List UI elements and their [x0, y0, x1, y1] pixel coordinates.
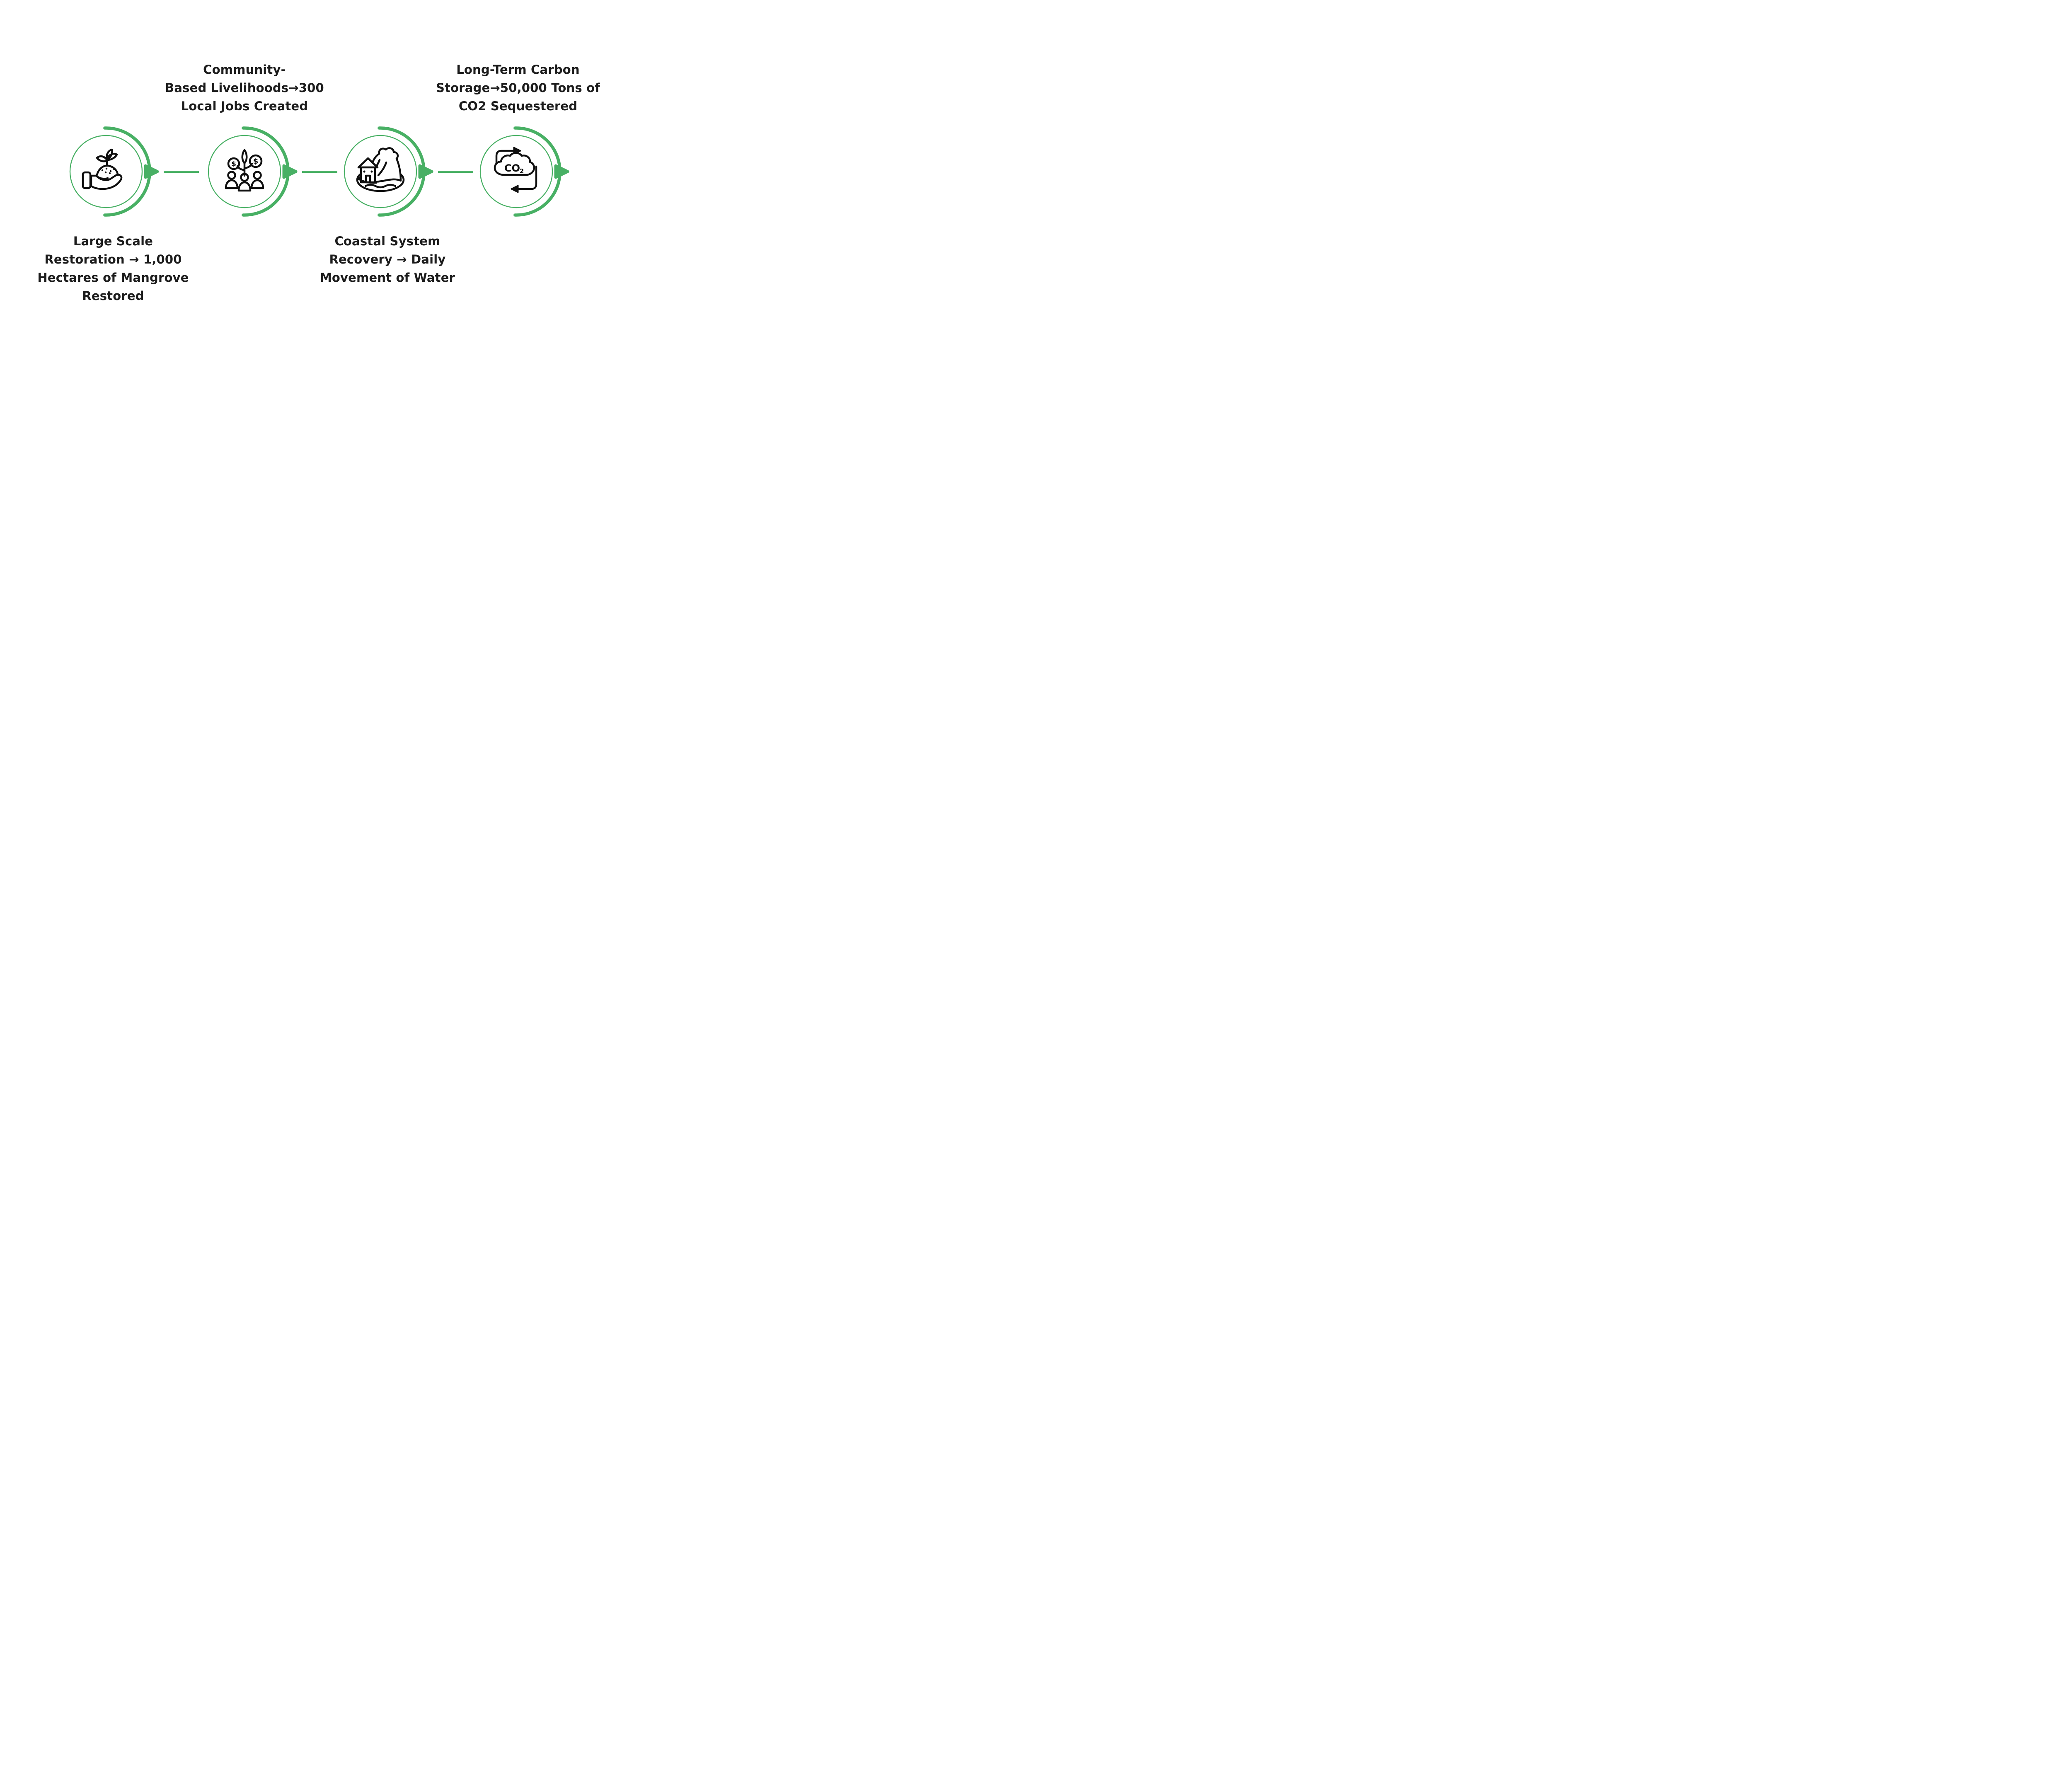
leaf-left [96, 155, 108, 162]
hand [90, 174, 123, 190]
leaf-top [106, 148, 113, 160]
co2-cycle-icon: CO 2 [494, 147, 537, 193]
label-line: Restored [82, 289, 144, 303]
co2-cloud [494, 152, 535, 176]
cycle-arrow-bottom [517, 165, 537, 190]
connector-line [164, 171, 199, 173]
leaf-right [106, 152, 118, 161]
person-head [227, 171, 236, 180]
connector-line [438, 171, 473, 173]
arrowhead-icon [144, 164, 159, 179]
step-circle [479, 135, 553, 208]
person-body [250, 179, 264, 189]
person-head [240, 173, 249, 182]
person-head [253, 171, 262, 180]
label-line: Local Jobs Created [181, 99, 308, 113]
community-livelihoods-icon: $ $ [225, 149, 264, 192]
label-line: Coastal System [334, 234, 441, 248]
person-body [225, 179, 239, 189]
soil-mound [96, 164, 119, 176]
step-circle [69, 135, 143, 208]
step-1-label: Large Scale Restoration → 1,000 Hectares… [22, 232, 204, 305]
step-4-label: Long-Term Carbon Storage→50,000 Tons of … [427, 60, 609, 115]
label-line: Hectares of Mangrove [37, 271, 189, 285]
co2-subscript: 2 [520, 167, 524, 175]
person-body [237, 181, 252, 192]
step-1-badge [69, 126, 159, 217]
co2-text: CO [504, 162, 520, 174]
arrowhead-icon [554, 164, 569, 179]
coin [227, 157, 240, 170]
label-line: Large Scale [73, 234, 153, 248]
arrowhead-icon [418, 164, 433, 179]
label-line: Recovery → Daily [329, 252, 446, 266]
leaf [241, 149, 248, 164]
seedling-in-hand-icon [82, 148, 123, 190]
label-line: Movement of Water [320, 271, 455, 285]
wave-line [377, 161, 387, 177]
step-3-badge [344, 126, 433, 217]
coastal-house-wave-icon [356, 147, 405, 192]
progress-arc [103, 126, 151, 217]
thumb-line [95, 174, 109, 180]
step-3-label: Coastal System Recovery → Daily Movement… [296, 232, 479, 287]
arrowhead-icon [282, 164, 298, 179]
connector-line [302, 171, 337, 173]
step-circle [208, 135, 281, 208]
label-line: Storage→50,000 Tons of [436, 81, 600, 95]
progress-arc [242, 126, 290, 217]
step-2-badge: $ $ [208, 126, 298, 217]
label-line: Community- [203, 63, 286, 77]
shore-line [358, 178, 378, 184]
coin [249, 154, 263, 168]
label-line: CO2 Sequestered [458, 99, 578, 113]
dollar-glyph: $ [253, 157, 259, 166]
cycle-arrow-top [495, 150, 515, 171]
cycle-arrowhead-left [511, 185, 519, 193]
step-2-label: Community- Based Livelihoods→300 Local J… [153, 60, 336, 115]
dollar-glyph: $ [231, 160, 236, 168]
label-line: Restoration → 1,000 [44, 252, 182, 266]
step-4-badge: CO 2 [479, 126, 569, 217]
mangrove-impact-flow: Large Scale Restoration → 1,000 Hectares… [0, 0, 637, 358]
sleeve [82, 171, 92, 189]
step-circle [344, 135, 417, 208]
label-line: Based Livelihoods→300 [165, 81, 324, 95]
window [370, 170, 373, 173]
window [363, 170, 366, 173]
label-line: Long-Term Carbon [456, 63, 580, 77]
water-wave-line [364, 184, 397, 189]
